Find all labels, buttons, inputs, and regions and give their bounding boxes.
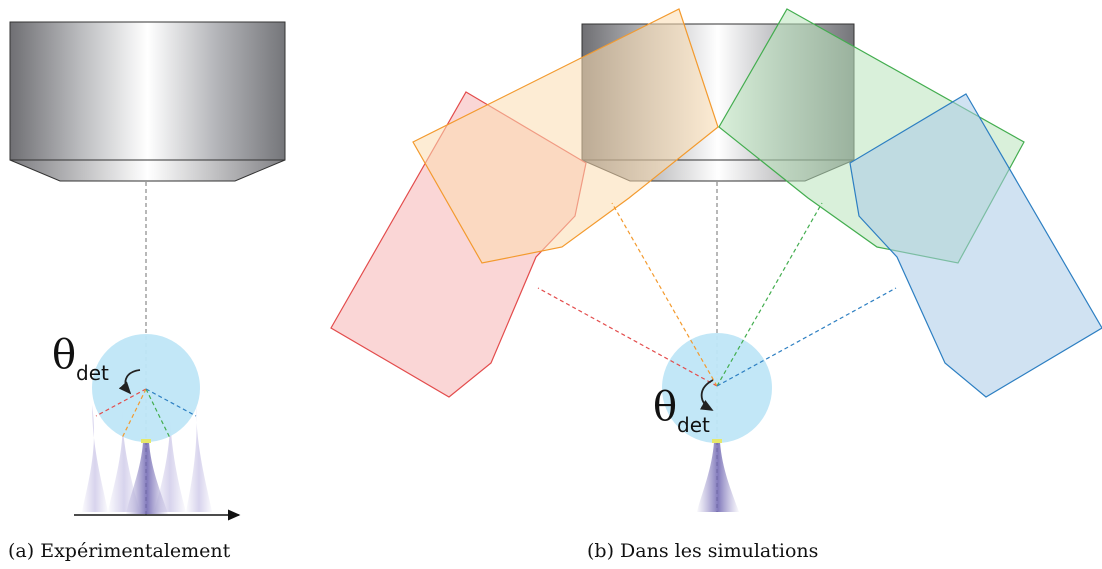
sample-sphere-b — [662, 333, 772, 443]
panel-a: θ det — [9, 21, 286, 521]
sample-sphere-a — [92, 334, 200, 442]
central-beam-b — [697, 442, 739, 512]
detection-rays-a — [95, 388, 197, 439]
panel-b: θ det — [330, 8, 1102, 512]
detector-orange — [412, 8, 719, 264]
detection-rays-b — [537, 202, 897, 387]
side-beams-a — [82, 405, 212, 512]
central-beam-a — [126, 442, 168, 514]
angle-arrow-a — [118, 369, 141, 395]
theta-subscript-b: det — [677, 413, 710, 437]
caption-a-text: Expérimentalement — [40, 540, 231, 562]
angle-arrow-b — [699, 379, 714, 411]
theta-symbol-a: θ — [52, 332, 76, 378]
detector-blue — [849, 93, 1102, 398]
caption-b: (b) Dans les simulations — [587, 540, 818, 562]
caption-b-label: (b) — [587, 540, 614, 562]
theta-subscript-a: det — [76, 361, 109, 385]
objective-lens-a — [9, 21, 286, 182]
caption-a: (a) Expérimentalement — [8, 540, 230, 562]
theta-symbol-b: θ — [653, 384, 677, 430]
caption-a-label: (a) — [8, 540, 35, 562]
caption-b-text: Dans les simulations — [620, 540, 819, 562]
